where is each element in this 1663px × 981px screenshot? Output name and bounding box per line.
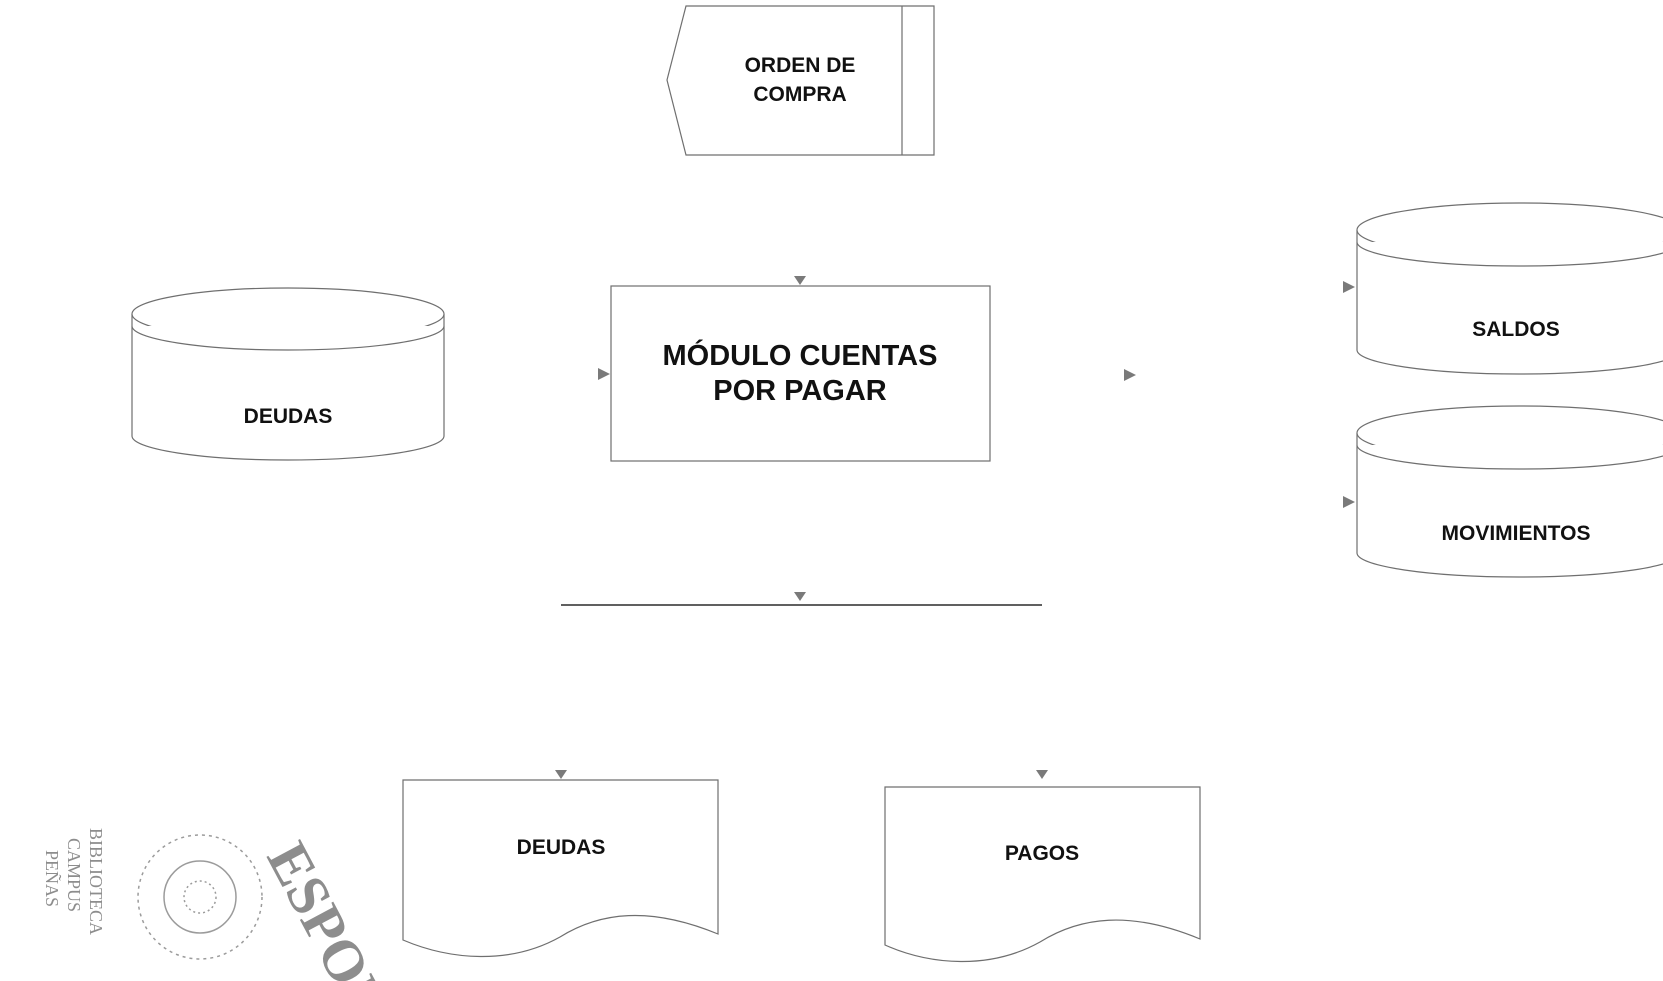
stamp-text-line3: PEÑAS xyxy=(42,850,63,907)
input-document-label-line2: COMPRA xyxy=(753,83,846,106)
stamp-text-line2: CAMPUS xyxy=(64,838,84,912)
process-modulo-cuentas-por-pagar: MÓDULO CUENTAS POR PAGAR xyxy=(610,285,991,462)
process-label-line2: POR PAGAR xyxy=(713,375,887,407)
arrow-down-to-report-deudas xyxy=(555,770,567,779)
data-store-movimientos: MOVIMIENTOS xyxy=(1356,405,1663,578)
input-document-label-line1: ORDEN DE xyxy=(745,54,856,77)
arrow-right-to-saldos xyxy=(1343,281,1355,293)
data-store-saldos: SALDOS xyxy=(1356,202,1663,375)
arrow-right-to-process xyxy=(598,368,610,380)
stamp-text-line1: BIBLIOTECA xyxy=(86,828,106,935)
arrow-down-to-process xyxy=(794,276,806,285)
data-store-saldos-label: SALDOS xyxy=(1472,318,1560,341)
input-document-orden-de-compra: ORDEN DE COMPRA xyxy=(666,5,935,156)
data-store-movimientos-label: MOVIMIENTOS xyxy=(1442,522,1591,545)
data-store-deudas: DEUDAS xyxy=(131,287,445,461)
arrow-right-from-process xyxy=(1124,369,1136,381)
report-deudas: DEUDAS xyxy=(402,779,719,958)
report-deudas-label: DEUDAS xyxy=(517,836,606,859)
seal-icon xyxy=(137,834,263,960)
stamp-logo-text: ESPOL xyxy=(255,832,402,981)
arrow-down-to-report-pagos xyxy=(1036,770,1048,779)
data-store-deudas-label: DEUDAS xyxy=(244,405,333,428)
process-label-line1: MÓDULO CUENTAS xyxy=(663,338,938,372)
arrow-down-to-split xyxy=(794,592,806,601)
library-stamp: BIBLIOTECA CAMPUS PEÑAS ESPOL xyxy=(42,828,401,981)
arrow-right-to-movimientos xyxy=(1343,496,1355,508)
report-pagos: PAGOS xyxy=(884,786,1201,963)
report-pagos-label: PAGOS xyxy=(1005,842,1079,865)
